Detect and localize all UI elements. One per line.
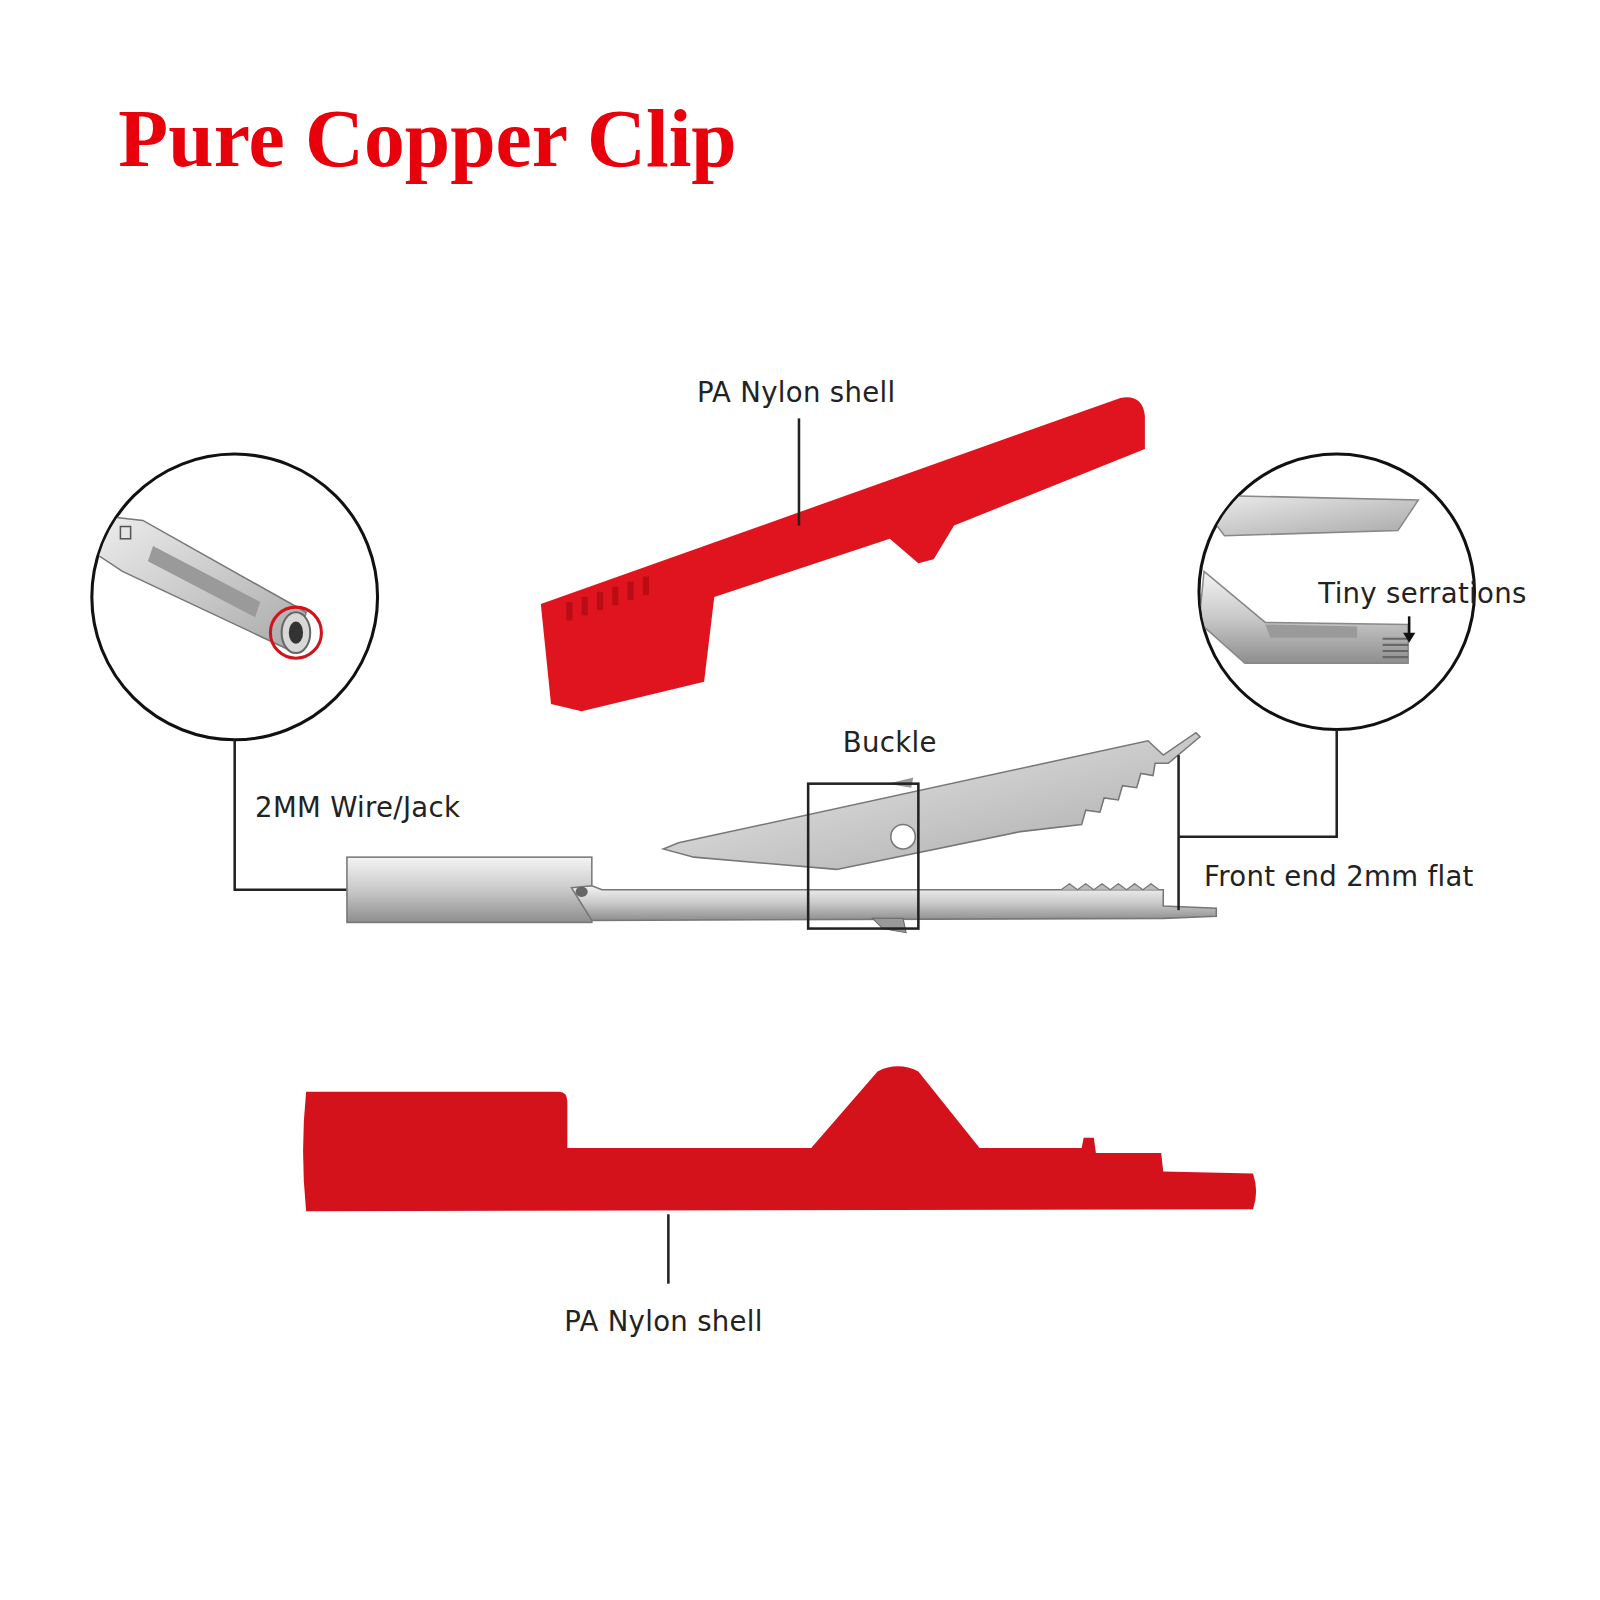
leader-line bbox=[1179, 730, 1337, 837]
nylon-shell-bottom bbox=[303, 1066, 1256, 1211]
title: Pure Copper Clip bbox=[118, 98, 736, 180]
part-label: PA Nylon shell bbox=[564, 1305, 762, 1338]
dimension-label: Front end 2mm flat bbox=[1204, 860, 1474, 893]
buckle-box bbox=[808, 784, 918, 929]
pointer-arrowhead bbox=[1403, 633, 1415, 643]
zoom-circle bbox=[92, 454, 378, 740]
leader-line bbox=[798, 418, 801, 525]
dimension-line bbox=[1177, 755, 1180, 910]
part-label: Buckle bbox=[843, 727, 937, 760]
nylon-shell-top bbox=[541, 397, 1145, 711]
part-label: PA Nylon shell bbox=[697, 377, 895, 410]
highlight-circle bbox=[270, 607, 321, 658]
leader-line bbox=[667, 1214, 670, 1283]
barrel-zoom bbox=[92, 515, 310, 653]
part-label: 2MM Wire/Jack bbox=[255, 792, 460, 825]
shell-ridges bbox=[566, 577, 649, 621]
metal-clip bbox=[347, 733, 1216, 933]
part-label: Tiny serrations bbox=[1318, 578, 1526, 611]
